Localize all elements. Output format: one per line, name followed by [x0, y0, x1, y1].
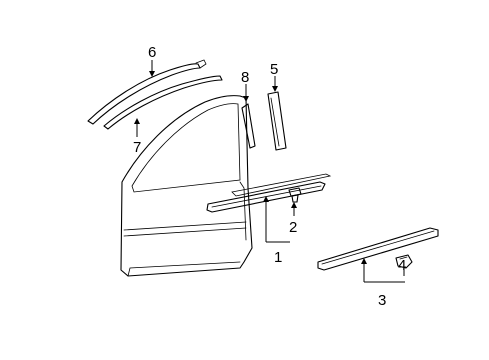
frame-molding-part-7 — [103, 75, 223, 130]
callout-7: 7 — [133, 139, 141, 156]
callout-2: 2 — [289, 219, 297, 236]
roof-molding-part-6 — [87, 59, 207, 125]
callout-6: 6 — [148, 44, 156, 61]
rocker-molding-part-3 — [317, 227, 439, 271]
front-door — [120, 95, 253, 277]
leader-lines — [134, 60, 405, 283]
pillar-molding-part-8 — [241, 103, 256, 149]
callout-5: 5 — [270, 61, 278, 78]
belt-molding-part-1 — [206, 173, 332, 213]
callout-1: 1 — [274, 249, 282, 266]
clip-part-2 — [288, 187, 302, 203]
callout-4: 4 — [398, 257, 406, 274]
callout-3: 3 — [378, 292, 386, 309]
clip-part-4 — [395, 254, 413, 269]
pillar-garnish-part-5 — [267, 91, 287, 151]
callout-8: 8 — [241, 69, 249, 86]
